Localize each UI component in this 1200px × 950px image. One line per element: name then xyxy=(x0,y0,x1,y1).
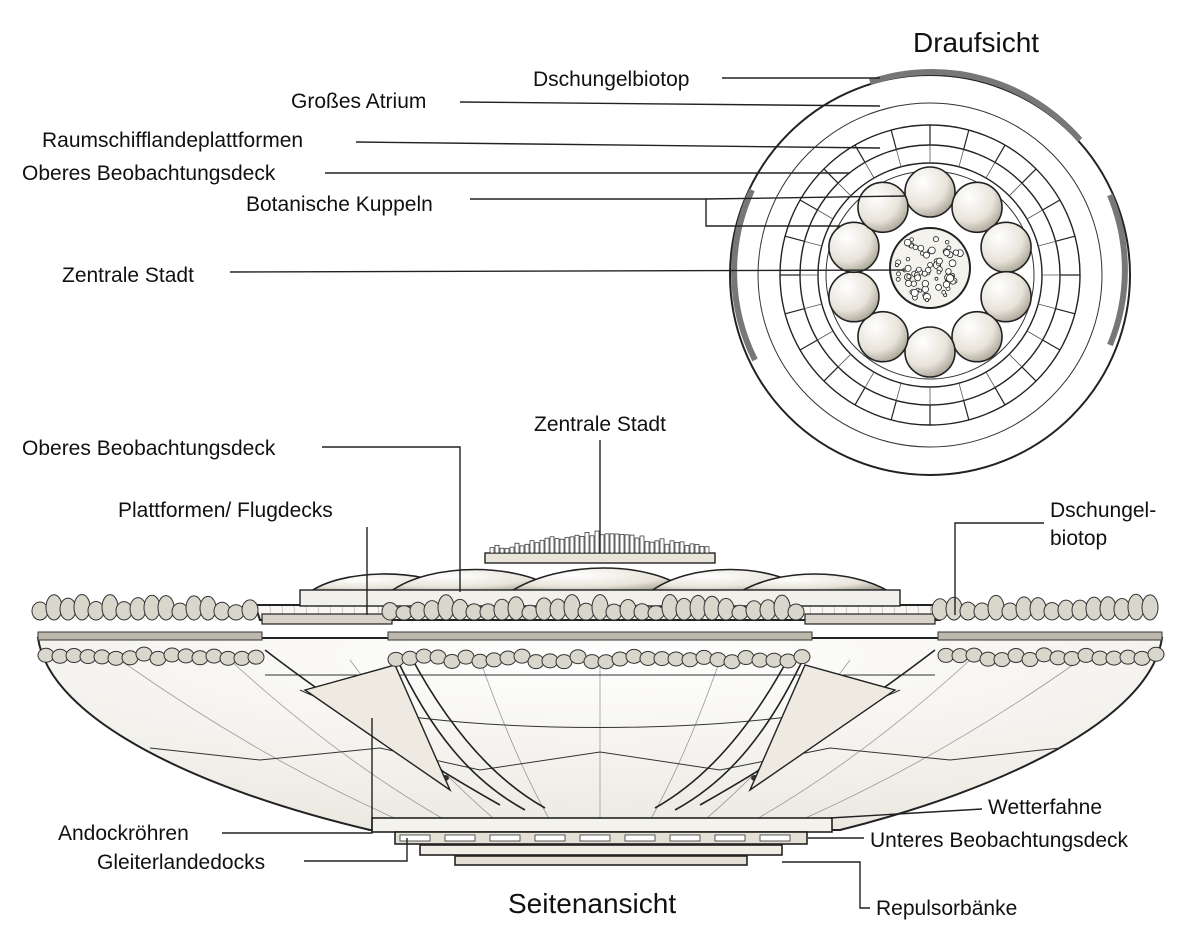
repulsor-bank-1 xyxy=(419,844,783,856)
label-glider-docks: Gleiterlandedocks xyxy=(97,851,265,874)
support-arches xyxy=(264,649,936,811)
flight-deck-left xyxy=(261,613,393,625)
label-weather-vane: Wetterfahne xyxy=(988,796,1102,819)
label-platforms: Plattformen/ Flugdecks xyxy=(118,499,333,522)
label-central-city-side: Zentrale Stadt xyxy=(534,413,666,436)
label-botanical-domes: Botanische Kuppeln xyxy=(246,193,433,216)
jungle-arc-right xyxy=(1107,193,1128,347)
lower-observation-deck xyxy=(371,817,833,833)
repulsor-bank-2 xyxy=(454,855,748,866)
label-repulsor: Repulsorbänke xyxy=(876,897,1017,920)
top-view: Draufsicht xyxy=(729,27,1131,476)
label-upper-deck-side: Oberes Beobachtungsdeck xyxy=(22,437,276,460)
top-view-title: Draufsicht xyxy=(913,27,1039,58)
city-base xyxy=(484,552,716,564)
central-city-buildings xyxy=(894,236,964,303)
label-docking-tubes: Andockröhren xyxy=(58,822,189,845)
jungle-arc-top xyxy=(869,69,1083,142)
landing-platform-spokes xyxy=(780,125,1080,425)
label-jungle-top: Dschungelbiotop xyxy=(533,68,689,91)
label-upper-deck-top: Oberes Beobachtungsdeck xyxy=(22,162,276,185)
label-lower-deck: Unteres Beobachtungsdeck xyxy=(870,829,1128,852)
label-landing-platforms: Raumschifflandeplattformen xyxy=(42,129,303,152)
top-view-labels: Dschungelbiotop Großes Atrium Raumschiff… xyxy=(22,68,906,287)
label-jungle-side-1: Dschungel- xyxy=(1050,499,1156,522)
flight-deck-right xyxy=(804,613,936,625)
atrium-ring xyxy=(757,102,1103,448)
side-view xyxy=(31,528,1165,866)
central-city-skyline xyxy=(489,528,710,554)
side-view-title: Seitenansicht xyxy=(508,888,676,919)
jungle-arc-left xyxy=(731,188,758,362)
jungle-foliage xyxy=(31,593,1165,670)
side-view-labels: Oberes Beobachtungsdeck Zentrale Stadt P… xyxy=(22,413,1156,920)
botanical-domes xyxy=(828,166,1032,378)
label-central-city-top: Zentrale Stadt xyxy=(62,264,194,287)
label-atrium: Großes Atrium xyxy=(291,90,426,113)
label-jungle-side-2: biotop xyxy=(1050,527,1107,550)
